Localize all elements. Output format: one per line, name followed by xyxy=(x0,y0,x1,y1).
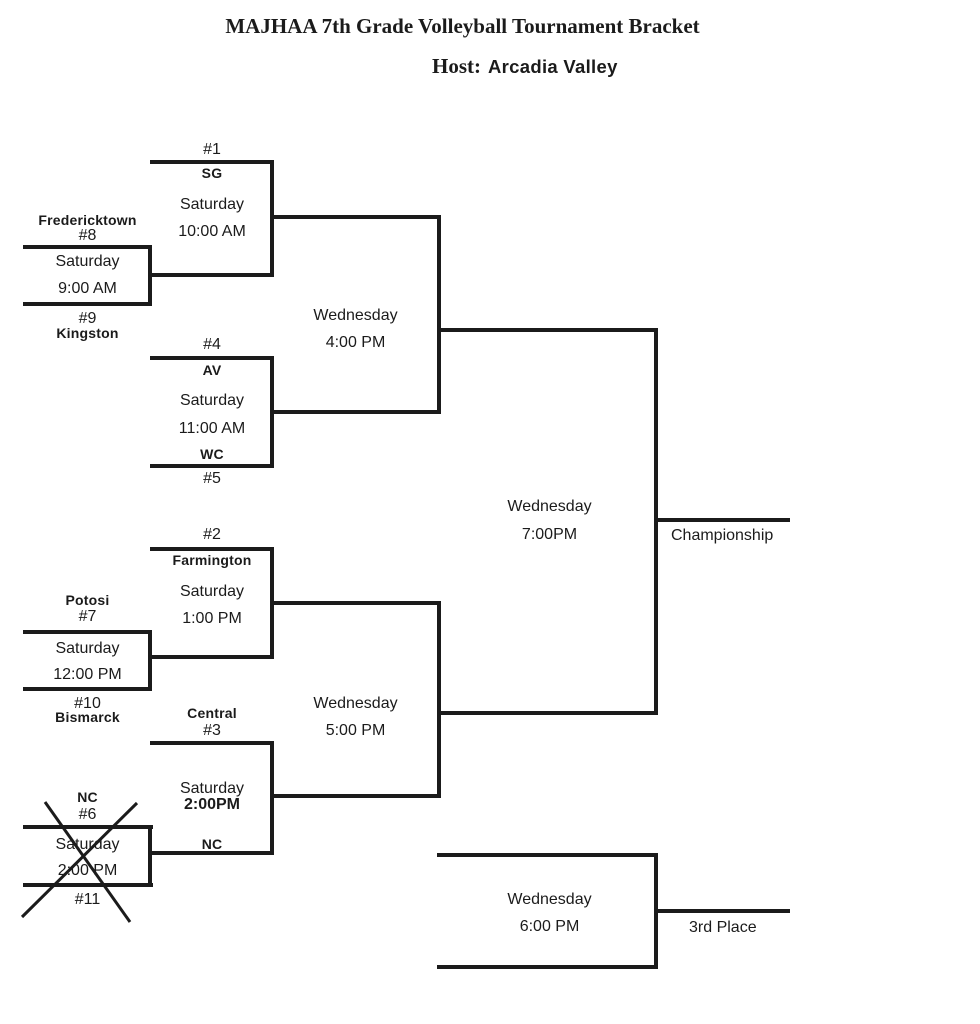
playin3-bottom-line xyxy=(23,883,153,887)
playin3-team-top: NC xyxy=(77,789,98,805)
semi2-winner-line xyxy=(441,711,658,715)
game3-team-top: Central xyxy=(187,705,237,721)
game2-team: Farmington xyxy=(172,552,252,568)
game2-day: Saturday xyxy=(179,583,245,600)
game2-right-line xyxy=(270,547,274,659)
game4-bottom-line xyxy=(150,464,274,468)
playin1-bottom-line xyxy=(23,302,149,306)
playin2-top-line xyxy=(23,630,149,634)
third-top-line xyxy=(437,853,658,857)
host-label: Host: xyxy=(432,54,481,78)
game4-seed: #4 xyxy=(203,336,221,353)
game4-top-line xyxy=(150,356,274,360)
game1-team: SG xyxy=(201,165,223,181)
playin1-team-bottom: Kingston xyxy=(56,325,119,341)
playin1-seed-top: #8 xyxy=(78,227,97,244)
cancelled-game-cross-icon xyxy=(20,801,139,923)
game2-winner-line xyxy=(274,601,437,605)
playin2-seed-bottom: #10 xyxy=(74,695,101,712)
semi2-day: Wednesday xyxy=(313,695,398,712)
game2-seed: #2 xyxy=(203,526,221,543)
semi1-winner-line xyxy=(441,328,658,332)
game4-day: Saturday xyxy=(179,392,245,409)
semi1-time: 4:00 PM xyxy=(325,334,386,351)
game1-bottom-line xyxy=(148,273,274,277)
playin3-top-line xyxy=(23,825,153,829)
game2-top-line xyxy=(150,547,274,551)
host-line: Host: Arcadia Valley xyxy=(432,54,618,79)
game3-day: Saturday xyxy=(179,780,245,797)
game3-team-bottom: NC xyxy=(201,836,223,852)
game2-time: 1:00 PM xyxy=(182,610,242,627)
playin1-time: 9:00 AM xyxy=(58,280,117,297)
game4-winner-line xyxy=(274,410,437,414)
game1-time: 10:00 AM xyxy=(178,223,246,240)
final-time: 7:00PM xyxy=(521,526,578,543)
championship-line xyxy=(658,518,790,522)
third-day: Wednesday xyxy=(507,891,592,908)
game4-team-top: AV xyxy=(202,362,222,378)
playin2-seed-top: #7 xyxy=(78,608,97,625)
game1-day: Saturday xyxy=(179,196,245,213)
third-right-line xyxy=(654,853,658,969)
game1-seed: #1 xyxy=(203,141,221,158)
championship-label: Championship xyxy=(671,527,774,544)
third-time: 6:00 PM xyxy=(519,918,580,935)
playin2-team-top: Potosi xyxy=(65,592,110,608)
game3-bottom-line xyxy=(148,851,274,855)
third-winner-line xyxy=(658,909,790,913)
game3-winner-line xyxy=(274,794,437,798)
game3-top-line xyxy=(150,741,274,745)
game4-right-line xyxy=(270,356,274,468)
playin1-team-top: Fredericktown xyxy=(38,212,137,228)
game3-right-line xyxy=(270,741,274,855)
playin3-seed-bottom: #11 xyxy=(74,891,101,908)
final-day: Wednesday xyxy=(507,498,592,515)
game4-team-bottom: WC xyxy=(200,446,224,462)
third-bottom-line xyxy=(437,965,658,969)
host-team-name: Arcadia Valley xyxy=(488,56,618,77)
game1-winner-line xyxy=(274,215,437,219)
game3-seed: #3 xyxy=(203,722,221,739)
game1-right-line xyxy=(270,160,274,277)
playin2-day: Saturday xyxy=(55,640,120,657)
game2-bottom-line xyxy=(148,655,274,659)
third-place-label: 3rd Place xyxy=(689,919,757,936)
semi2-time: 5:00 PM xyxy=(325,722,386,739)
playin1-top-line xyxy=(23,245,149,249)
semi1-join-line xyxy=(437,215,441,414)
playin2-time: 12:00 PM xyxy=(53,666,122,683)
final-join-line xyxy=(654,328,658,715)
playin1-day: Saturday xyxy=(55,253,120,270)
playin2-bottom-line xyxy=(23,687,149,691)
page-title: MAJHAA 7th Grade Volleyball Tournament B… xyxy=(225,14,700,38)
semi1-day: Wednesday xyxy=(313,307,398,324)
semi2-join-line xyxy=(437,601,441,798)
playin3-seed-top: #6 xyxy=(78,806,97,823)
game4-seed-bottom: #5 xyxy=(203,470,221,487)
playin2-team-bottom: Bismarck xyxy=(55,709,120,725)
playin1-seed-bottom: #9 xyxy=(78,310,97,327)
game1-top-line xyxy=(150,160,274,164)
game3-time: 2:00PM xyxy=(183,796,241,813)
playin3-right-line xyxy=(148,825,152,887)
game4-time: 11:00 AM xyxy=(178,420,246,437)
playin1-right-line xyxy=(148,245,152,306)
playin2-right-line xyxy=(148,630,152,691)
